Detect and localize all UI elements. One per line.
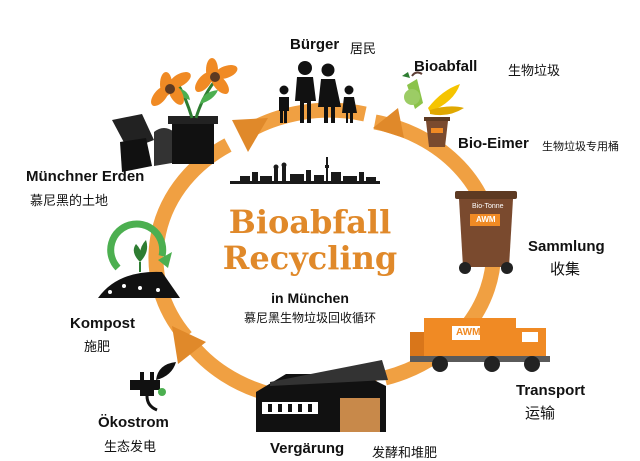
label-bioabfall-zh: 生物垃圾	[508, 64, 561, 79]
bio-bin-icon	[455, 191, 517, 274]
center-city: in München	[271, 290, 349, 306]
center-title-line1: Bioabfall	[228, 203, 392, 241]
munich-skyline-icon	[230, 157, 380, 184]
label-muenchner-erden: Münchner Erden	[26, 168, 145, 185]
label-transport-zh: 运输	[525, 404, 556, 422]
cycle-arrow-top-left	[232, 118, 268, 152]
center-title-line2: Recycling	[222, 239, 398, 277]
label-vergaerung: Vergärung	[270, 440, 345, 457]
family-icon	[279, 61, 357, 123]
label-sammlung-zh: 收集	[550, 260, 581, 278]
bin-label: Bio-Tonne	[472, 203, 504, 210]
label-transport: Transport	[516, 382, 586, 399]
label-buerger: Bürger	[290, 36, 340, 53]
center-subtitle-zh: 慕尼黑生物垃圾回收循环	[243, 311, 376, 325]
organic-waste-icon	[402, 71, 464, 116]
cycle-arrow-left	[172, 326, 206, 364]
label-bioeimer-zh: 生物垃圾专用桶	[542, 140, 619, 153]
truck-brand: AWM	[456, 327, 481, 338]
label-bioabfall: Bioabfall	[414, 58, 478, 75]
flower-pot-icon	[151, 58, 238, 164]
label-vergaerung-zh: 发酵和堆肥	[372, 446, 438, 461]
garbage-truck-icon	[410, 318, 550, 372]
factory-icon	[256, 360, 388, 432]
compost-recycle-icon	[98, 220, 180, 298]
label-muenchner-erden-zh: 慕尼黑的土地	[30, 194, 109, 209]
eco-plug-icon	[130, 362, 176, 412]
cycle-arrow-right	[373, 108, 404, 138]
bin-brand: AWM	[476, 215, 496, 224]
label-buerger-zh: 居民	[350, 42, 377, 57]
compost-bucket-icon	[424, 117, 450, 147]
label-kompost-zh: 施肥	[84, 340, 111, 355]
label-sammlung: Sammlung	[528, 238, 605, 255]
label-bioeimer: Bio-Eimer	[458, 135, 529, 152]
label-oekostrom-zh: 生态发电	[104, 440, 157, 455]
label-oekostrom: Ökostrom	[98, 414, 169, 431]
label-kompost: Kompost	[70, 315, 135, 332]
